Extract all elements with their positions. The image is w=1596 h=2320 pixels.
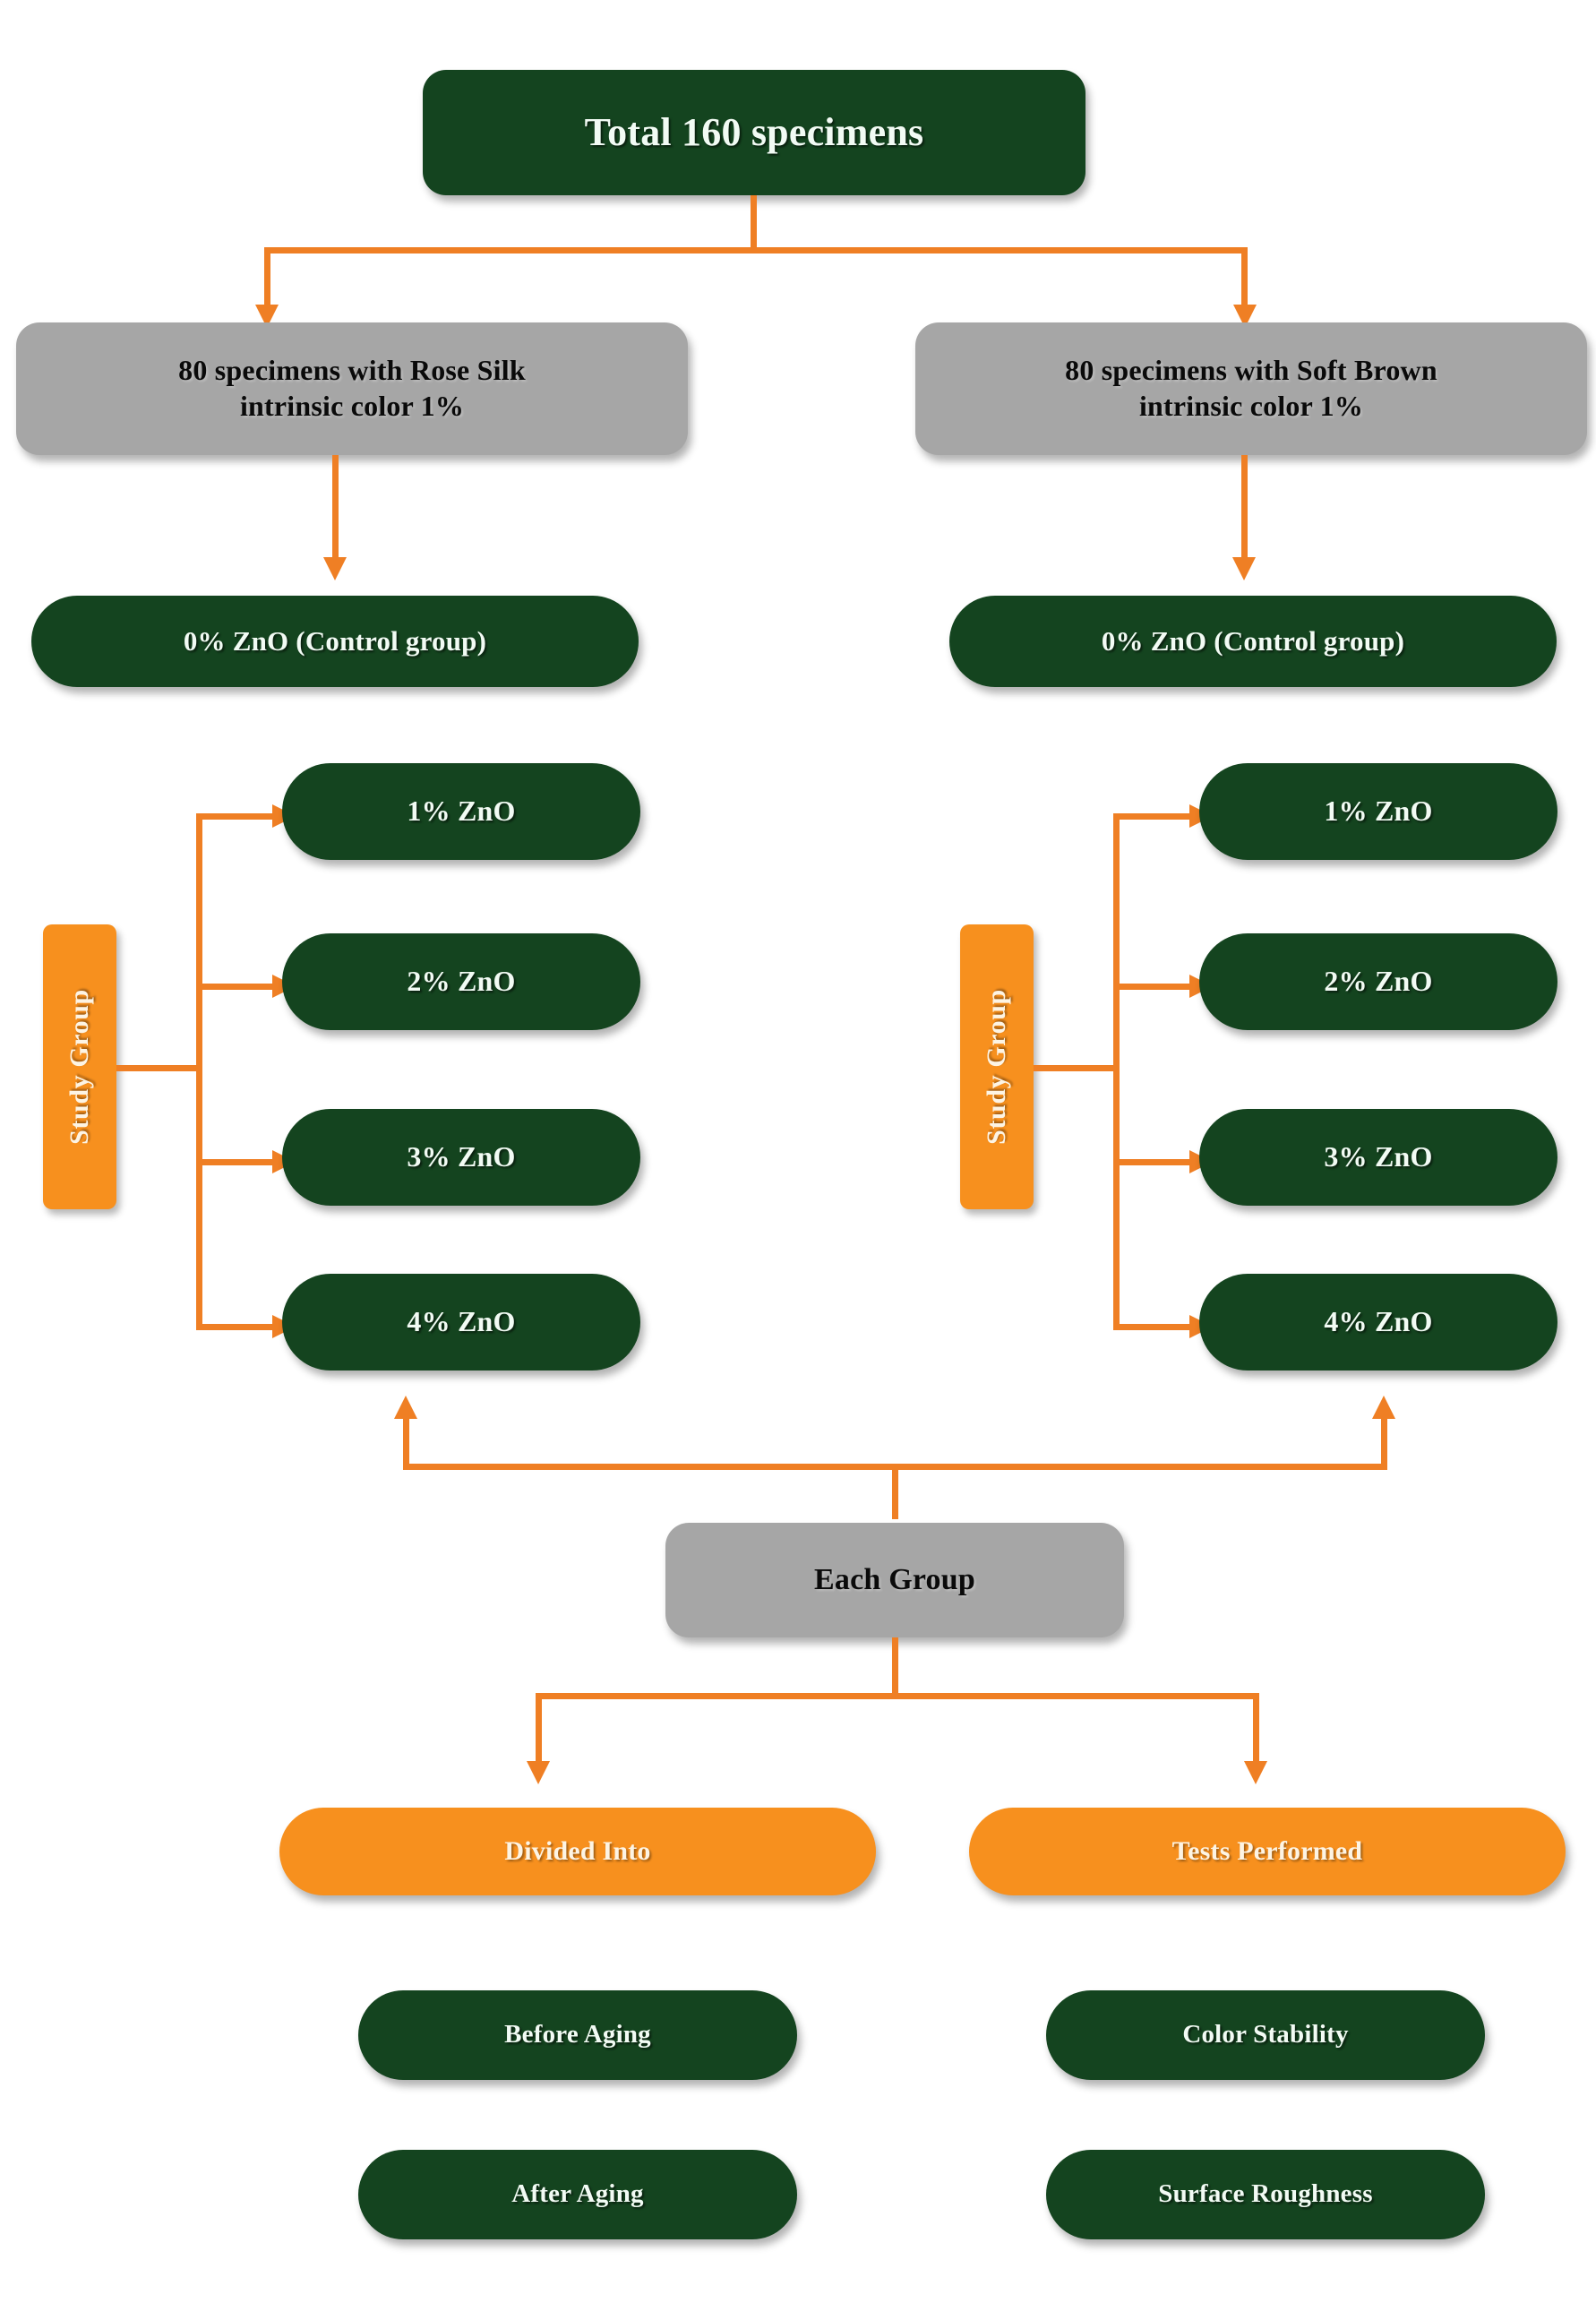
- connector-merge-stem: [892, 1464, 898, 1519]
- node-each-group-label: Each Group: [814, 1562, 975, 1596]
- connector-top-bar: [264, 247, 1248, 253]
- tag-study-group-rose-silk: Study Group: [43, 924, 116, 1209]
- connector-left-branch-3: [196, 1159, 279, 1165]
- connector-right-branch-3: [1113, 1159, 1196, 1165]
- connector-each-right-drop: [1253, 1693, 1259, 1766]
- connector-left-bus-spine: [196, 813, 202, 1329]
- node-control-soft-brown: 0% ZnO (Control group): [949, 596, 1557, 687]
- connector-left-branch-4: [196, 1324, 279, 1330]
- node-brown-zno-2: 2% ZnO: [1199, 933, 1557, 1030]
- node-rose-zno-1: 1% ZnO: [282, 763, 640, 860]
- connector-top-right-drop: [1241, 247, 1248, 312]
- connector-left-branch-2: [196, 984, 279, 990]
- node-group-soft-brown-line1: 80 specimens with Soft Brown: [1065, 354, 1437, 387]
- connector-each-stem: [892, 1637, 898, 1697]
- arrowhead-brown-control: [1232, 557, 1256, 580]
- connector-brown-to-control: [1241, 455, 1248, 564]
- node-group-rose-silk: 80 specimens with Rose Silk intrinsic co…: [16, 322, 688, 455]
- connector-right-branch-1: [1113, 813, 1196, 820]
- node-rose-zno-3: 3% ZnO: [282, 1109, 640, 1206]
- connector-left-bus-stub: [116, 1065, 202, 1071]
- arrowhead-rose-control: [323, 557, 347, 580]
- connector-merge-right-riser: [1381, 1419, 1387, 1469]
- tag-study-group-soft-brown: Study Group: [960, 924, 1034, 1209]
- node-color-stability: Color Stability: [1046, 1990, 1485, 2080]
- node-group-soft-brown-line2: intrinsic color 1%: [1138, 390, 1364, 422]
- connector-merge-left-riser: [403, 1419, 409, 1469]
- node-total-specimens-label: Total 160 specimens: [584, 109, 924, 154]
- node-brown-zno-1: 1% ZnO: [1199, 763, 1557, 860]
- node-color-stability-label: Color Stability: [1182, 2020, 1349, 2049]
- node-surface-roughness: Surface Roughness: [1046, 2150, 1485, 2239]
- arrowhead-merge-left: [394, 1396, 417, 1419]
- arrowhead-merge-right: [1372, 1396, 1395, 1419]
- connector-each-left-drop: [536, 1693, 542, 1766]
- node-before-aging-label: Before Aging: [504, 2020, 651, 2049]
- node-each-group: Each Group: [665, 1523, 1124, 1637]
- connector-top-left-drop: [264, 247, 270, 312]
- arrowhead-to-divided-into: [527, 1761, 550, 1784]
- node-brown-zno-2-label: 2% ZnO: [1324, 965, 1433, 998]
- node-total-specimens: Total 160 specimens: [423, 70, 1085, 195]
- connector-right-bus-spine: [1113, 813, 1120, 1329]
- connector-each-bar: [536, 1693, 1259, 1699]
- node-control-soft-brown-label: 0% ZnO (Control group): [1101, 624, 1405, 657]
- node-brown-zno-4-label: 4% ZnO: [1324, 1305, 1433, 1338]
- node-divided-into: Divided Into: [279, 1808, 876, 1895]
- node-group-rose-silk-line2: intrinsic color 1%: [239, 390, 465, 422]
- node-rose-zno-4-label: 4% ZnO: [407, 1305, 516, 1338]
- node-brown-zno-3-label: 3% ZnO: [1324, 1140, 1433, 1173]
- node-control-rose-silk: 0% ZnO (Control group): [31, 596, 639, 687]
- node-brown-zno-3: 3% ZnO: [1199, 1109, 1557, 1206]
- tag-study-group-rose-silk-label: Study Group: [64, 989, 94, 1145]
- node-group-rose-silk-line1: 80 specimens with Rose Silk: [178, 354, 526, 387]
- node-after-aging-label: After Aging: [511, 2179, 644, 2209]
- node-brown-zno-1-label: 1% ZnO: [1324, 795, 1433, 828]
- node-rose-zno-1-label: 1% ZnO: [407, 795, 516, 828]
- tag-study-group-soft-brown-label: Study Group: [982, 989, 1011, 1145]
- connector-top-stem: [751, 195, 757, 251]
- connector-right-bus-stub: [1034, 1065, 1120, 1071]
- connector-left-branch-1: [196, 813, 279, 820]
- node-before-aging: Before Aging: [358, 1990, 797, 2080]
- node-tests-performed: Tests Performed: [969, 1808, 1566, 1895]
- connector-right-branch-2: [1113, 984, 1196, 990]
- connector-right-branch-4: [1113, 1324, 1196, 1330]
- node-surface-roughness-label: Surface Roughness: [1158, 2179, 1373, 2209]
- node-rose-zno-4: 4% ZnO: [282, 1274, 640, 1371]
- node-rose-zno-3-label: 3% ZnO: [407, 1140, 516, 1173]
- node-group-soft-brown: 80 specimens with Soft Brown intrinsic c…: [915, 322, 1587, 455]
- node-rose-zno-2-label: 2% ZnO: [407, 965, 516, 998]
- node-brown-zno-4: 4% ZnO: [1199, 1274, 1557, 1371]
- node-control-rose-silk-label: 0% ZnO (Control group): [183, 624, 487, 657]
- arrowhead-to-tests-performed: [1244, 1761, 1267, 1784]
- node-rose-zno-2: 2% ZnO: [282, 933, 640, 1030]
- node-divided-into-label: Divided Into: [504, 1836, 651, 1867]
- node-tests-performed-label: Tests Performed: [1171, 1836, 1363, 1867]
- connector-rose-to-control: [332, 455, 339, 564]
- node-after-aging: After Aging: [358, 2150, 797, 2239]
